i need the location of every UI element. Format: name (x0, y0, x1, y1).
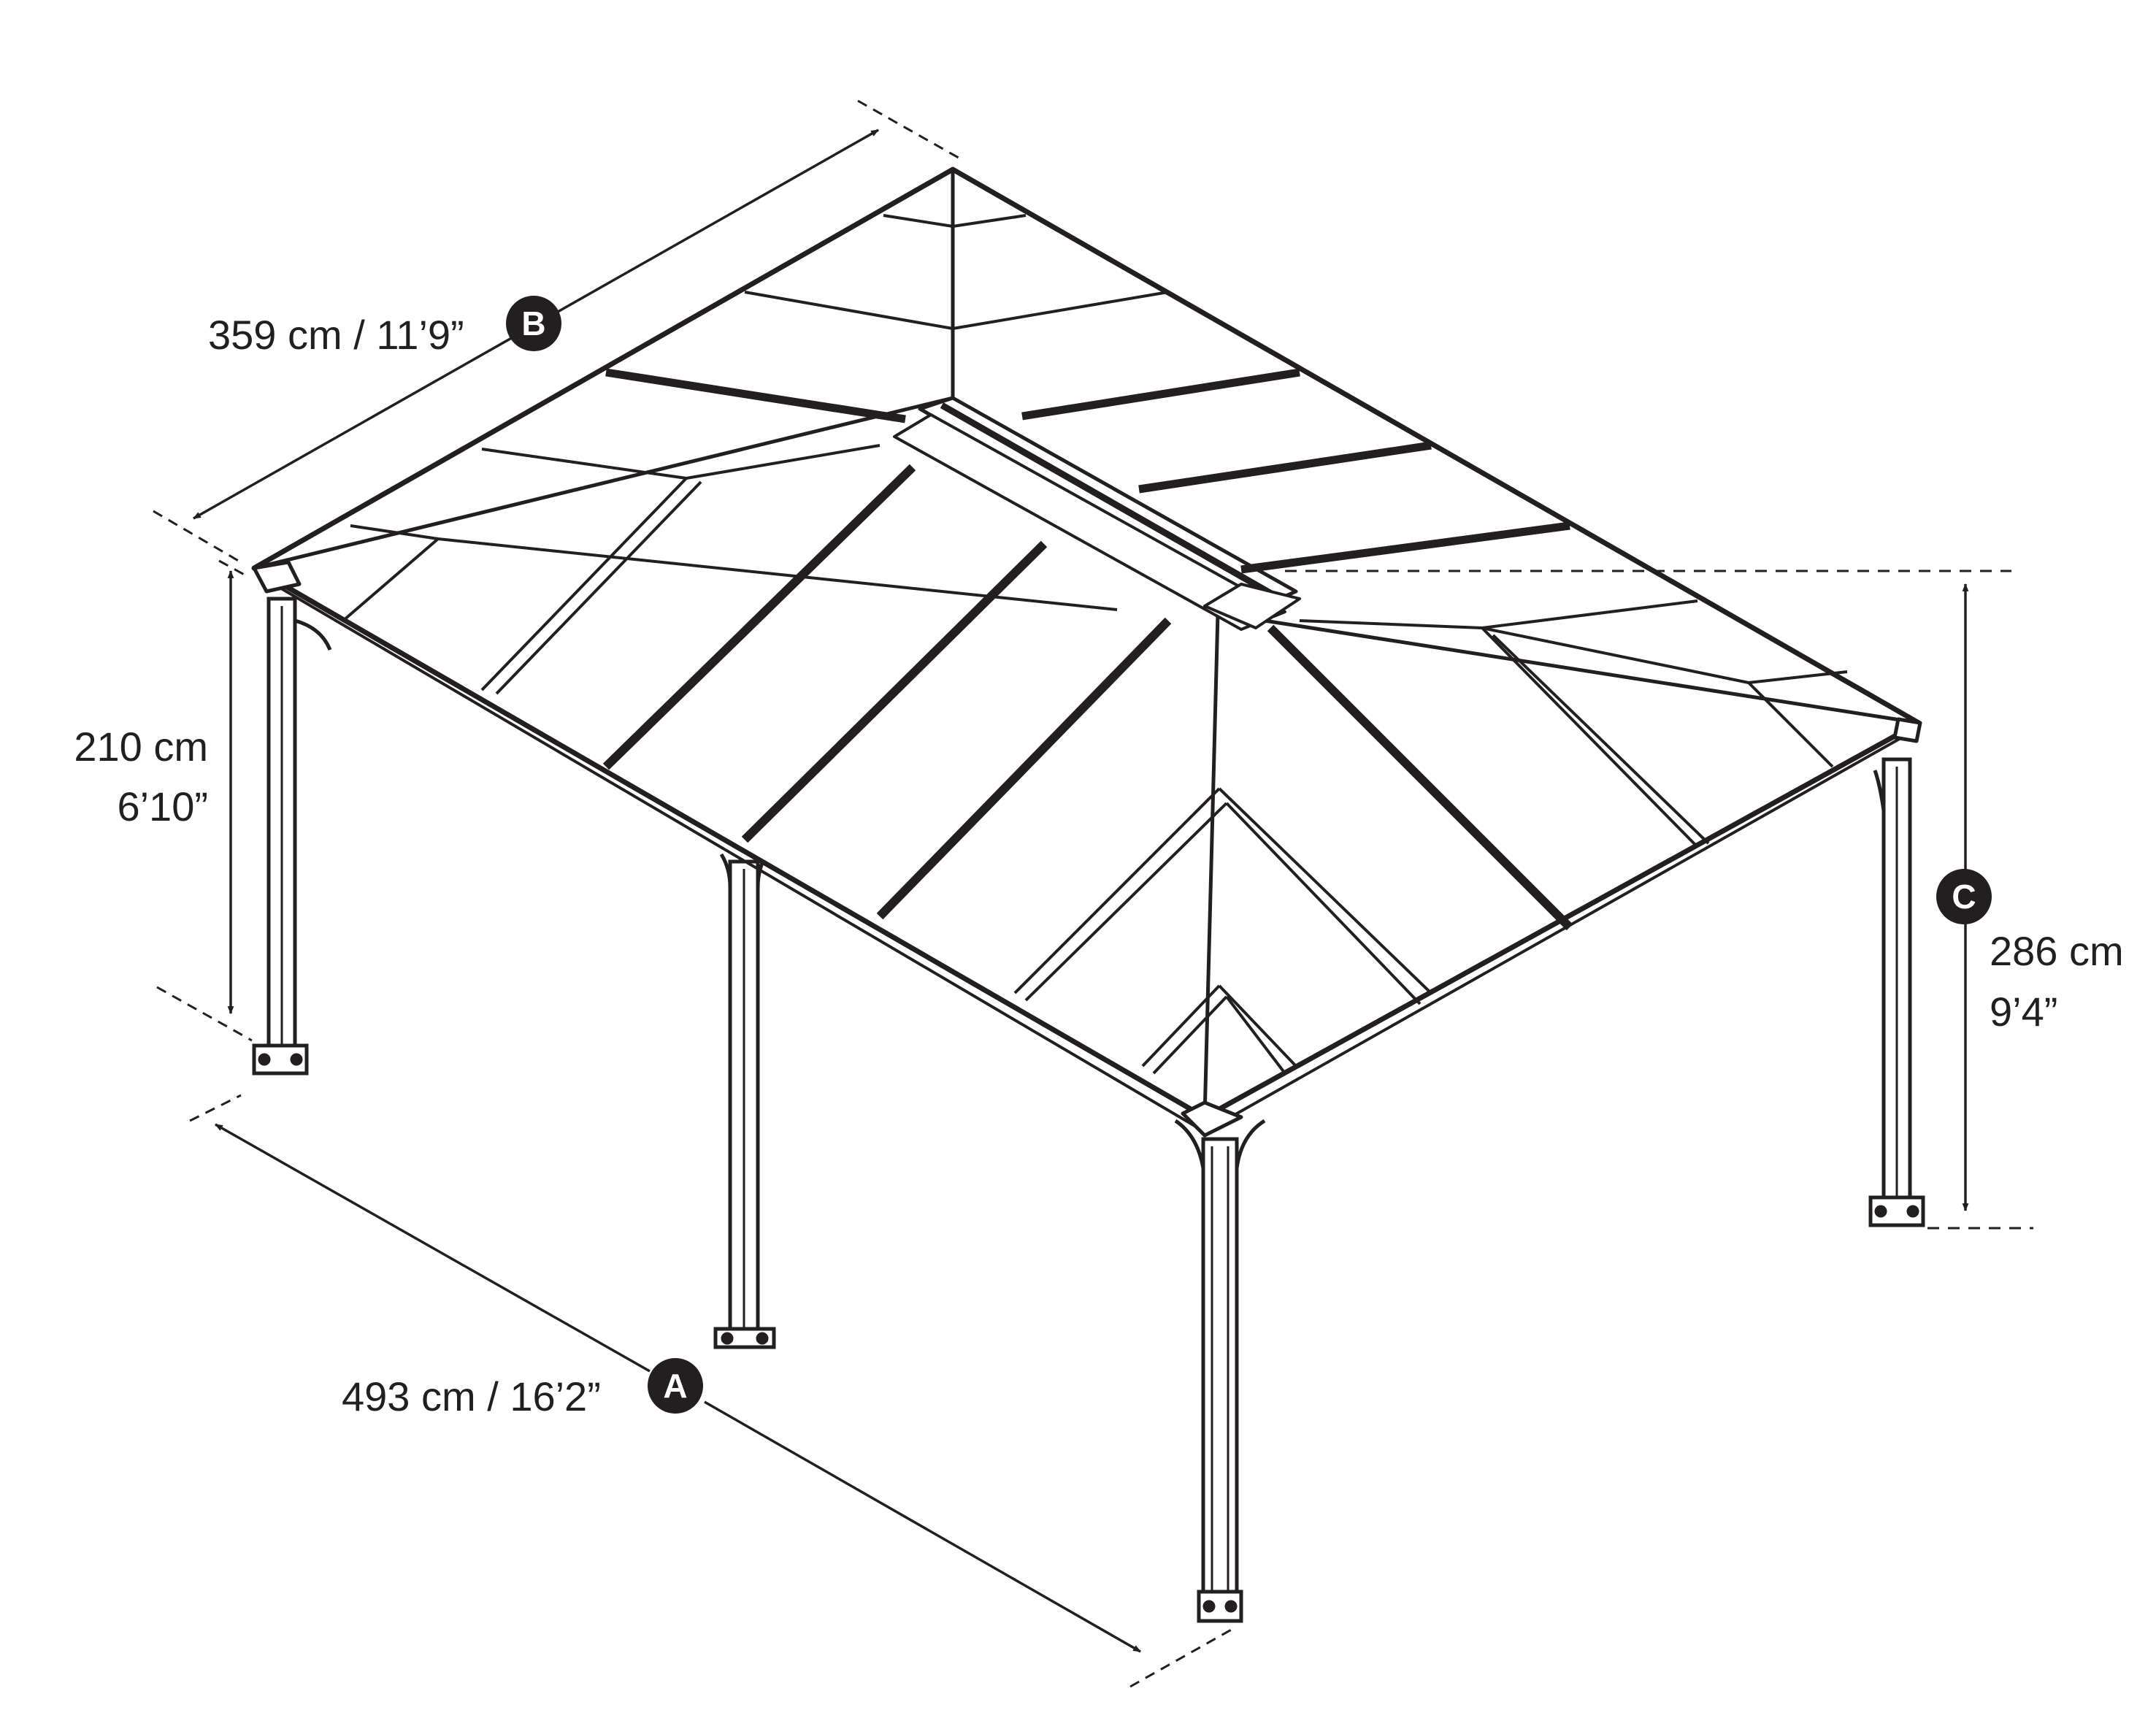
ridge-vent (893, 396, 1301, 631)
dimension-side-height: 210 cm 6’10” (74, 559, 253, 1042)
dim-a-badge (648, 1358, 703, 1414)
dim-side-height-line1: 210 cm (74, 724, 208, 770)
roof-outline (251, 166, 1922, 1120)
dimension-b: 359 cm / 11’9” B (153, 99, 964, 564)
dim-a-badge-letter: A (663, 1367, 687, 1405)
dim-b-extension-bottom (153, 510, 242, 564)
posts (252, 597, 1925, 1623)
dim-b-badge (506, 296, 561, 351)
dim-side-height-line2: 6’10” (117, 783, 208, 829)
dim-a-arrow-upper (215, 1123, 651, 1373)
post-left (252, 597, 332, 1076)
dimension-c: C 286 cm 9’4” (1285, 570, 2124, 1230)
post-middle (713, 853, 776, 1349)
dim-b-badge-letter: B (521, 304, 545, 342)
dim-c-badge-letter: C (1952, 878, 1976, 916)
dim-a-label: 493 cm / 16’2” (342, 1373, 601, 1419)
dim-b-label: 359 cm / 11’9” (208, 312, 464, 358)
post-right (1868, 757, 1925, 1227)
dimension-a: 493 cm / 16’2” A (189, 1094, 1235, 1688)
dim-c-line1: 286 cm (1990, 928, 2124, 974)
dim-b-extension-top (857, 99, 964, 162)
dim-a-arrow-lower (704, 1400, 1141, 1653)
post-front (1174, 1119, 1266, 1623)
corner-caps (252, 560, 1922, 1138)
roof (251, 166, 1922, 1138)
dim-c-badge (1936, 869, 1992, 924)
dim-c-line2: 9’4” (1990, 989, 2057, 1035)
